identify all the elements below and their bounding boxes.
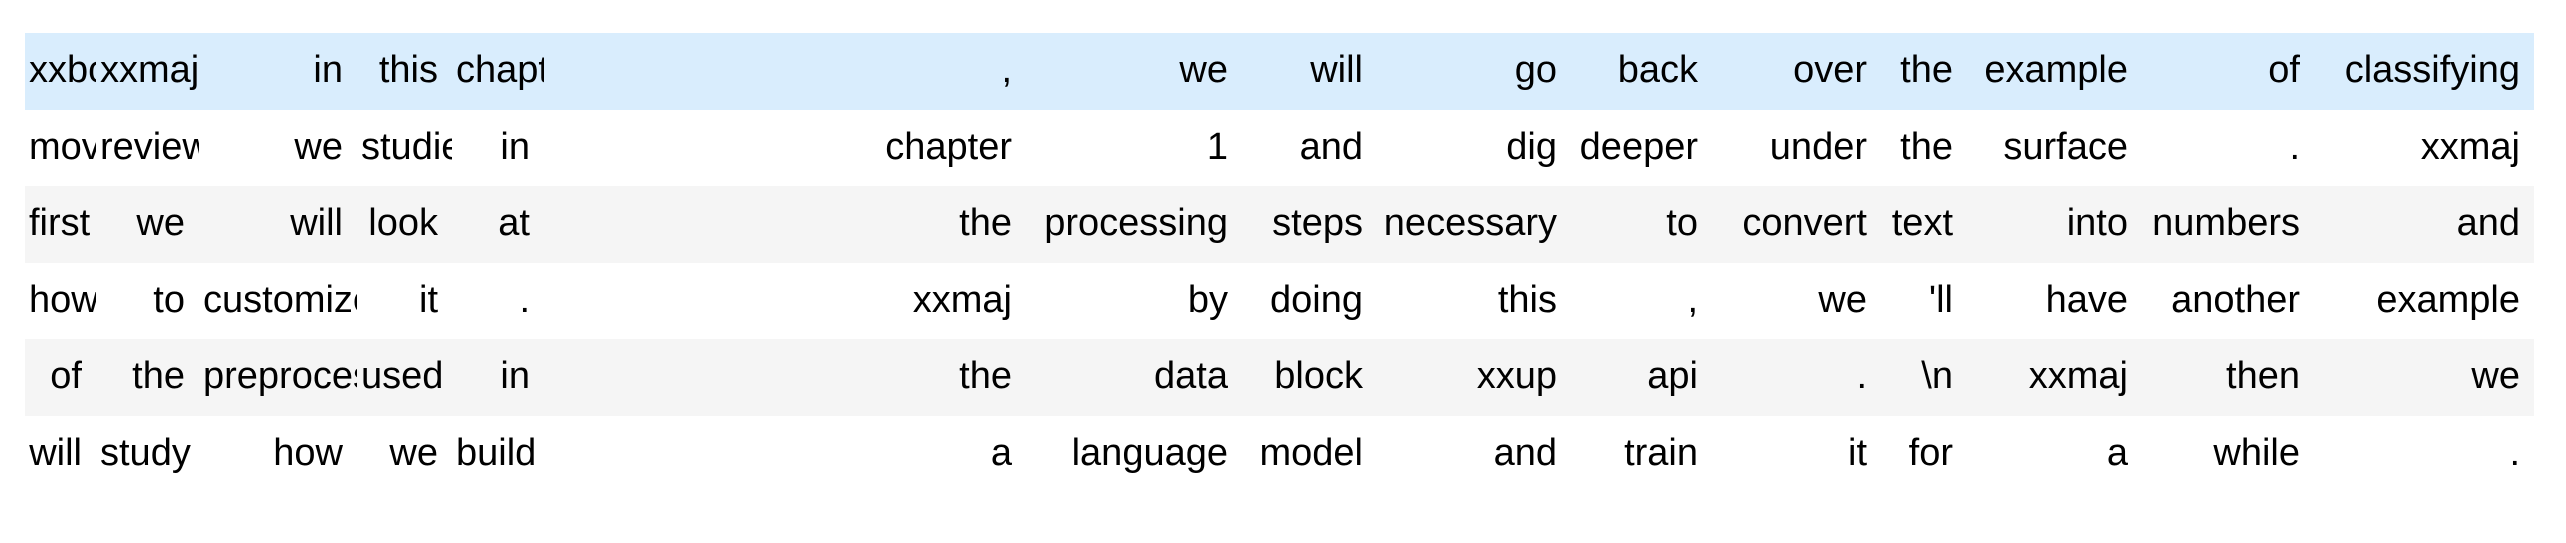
token-cell: under bbox=[1769, 125, 1867, 168]
token-cell: processing bbox=[1044, 202, 1228, 245]
token-cell: the bbox=[1900, 49, 1953, 92]
token-cell: of bbox=[2268, 49, 2300, 92]
token-cell: xxmaj bbox=[100, 49, 199, 92]
token-cell: . bbox=[1856, 355, 1867, 398]
token-cell: used bbox=[361, 355, 444, 398]
token-table-body: xxbosxxmajinthischapter,wewillgobackover… bbox=[25, 33, 2534, 492]
token-cell: deeper bbox=[1579, 125, 1698, 168]
token-cell: example bbox=[1984, 49, 2128, 92]
token-cell: to bbox=[153, 278, 185, 321]
token-cell: we bbox=[1818, 278, 1867, 321]
token-cell: we bbox=[294, 125, 343, 168]
token-cell: we bbox=[389, 431, 438, 474]
token-cell: we bbox=[136, 202, 185, 245]
token-cell: the bbox=[959, 355, 1012, 398]
token-row: first we will look at the processing steps neces… bbox=[25, 186, 2534, 263]
token-cell: will bbox=[1310, 49, 1363, 92]
token-cell: convert bbox=[1742, 202, 1867, 245]
token-cell: a bbox=[990, 431, 1012, 474]
token-cell: necessary bbox=[1383, 202, 1557, 245]
token-cell: look bbox=[368, 202, 438, 245]
token-cell: reviews bbox=[100, 125, 199, 168]
token-cell: study bbox=[100, 431, 191, 474]
token-cell: xxmaj bbox=[2028, 355, 2128, 398]
token-cell: surface bbox=[2003, 125, 2128, 168]
token-cell: we bbox=[2471, 355, 2520, 398]
token-cell: of bbox=[50, 355, 82, 398]
token-cell: in bbox=[313, 49, 343, 92]
token-cell: to bbox=[1666, 202, 1698, 245]
token-row: of the preprocessorused in the data block xxup a… bbox=[25, 339, 2534, 416]
token-cell: the bbox=[132, 355, 185, 398]
token-cell: dig bbox=[1506, 125, 1557, 168]
token-cell: over bbox=[1793, 49, 1867, 92]
token-cell: model bbox=[1259, 431, 1364, 474]
token-cell: text bbox=[1891, 202, 1953, 245]
token-cell: this bbox=[378, 49, 438, 92]
token-cell: and bbox=[1493, 431, 1557, 474]
token-cell: another bbox=[2171, 278, 2300, 321]
token-cell: classifying bbox=[2344, 49, 2520, 92]
token-cell: for bbox=[1908, 431, 1953, 474]
token-cell: api bbox=[1647, 355, 1698, 398]
token-cell: , bbox=[1687, 278, 1698, 321]
token-cell: . bbox=[519, 278, 530, 321]
token-cell: by bbox=[1187, 278, 1228, 321]
token-cell: customize bbox=[203, 278, 357, 321]
token-cell: xxmaj bbox=[912, 278, 1012, 321]
token-cell: . bbox=[2289, 125, 2300, 168]
token-table: xxbosxxmajinthischapter,wewillgobackover… bbox=[25, 33, 2534, 492]
token-cell: block bbox=[1274, 355, 1363, 398]
token-cell: go bbox=[1514, 49, 1557, 92]
token-cell: steps bbox=[1272, 202, 1363, 245]
token-cell: this bbox=[1497, 278, 1557, 321]
token-cell: will bbox=[29, 431, 82, 474]
notebook-output-area: xxbosxxmajinthischapter,wewillgobackover… bbox=[25, 33, 2534, 492]
token-cell: . bbox=[2509, 431, 2520, 474]
token-cell: in bbox=[500, 125, 530, 168]
token-cell: preprocessor bbox=[203, 355, 357, 398]
token-cell: the bbox=[959, 202, 1012, 245]
token-row: moviereviews we studied in chapter 1 and digdee… bbox=[25, 109, 2534, 186]
token-cell: then bbox=[2226, 355, 2300, 398]
token-cell: into bbox=[2066, 202, 2128, 245]
token-cell: , bbox=[1001, 49, 1012, 92]
token-cell: it bbox=[419, 278, 438, 321]
token-cell: a bbox=[2106, 431, 2128, 474]
token-cell: chapter bbox=[885, 125, 1012, 168]
token-cell: how bbox=[273, 431, 343, 474]
token-cell: train bbox=[1624, 431, 1698, 474]
token-cell: language bbox=[1071, 431, 1228, 474]
token-cell: 1 bbox=[1206, 125, 1228, 168]
token-cell: first bbox=[29, 202, 91, 245]
token-cell: the bbox=[1900, 125, 1953, 168]
token-cell: chapter bbox=[456, 49, 544, 92]
token-cell: xxbos bbox=[29, 49, 96, 92]
token-cell: and bbox=[2456, 202, 2520, 245]
token-cell: numbers bbox=[2152, 202, 2300, 245]
token-cell: data bbox=[1154, 355, 1228, 398]
token-cell: xxup bbox=[1476, 355, 1557, 398]
token-cell: back bbox=[1617, 49, 1698, 92]
token-cell: studied bbox=[361, 125, 452, 168]
token-cell: and bbox=[1299, 125, 1363, 168]
token-cell: build bbox=[456, 431, 537, 474]
token-cell: movie bbox=[29, 125, 96, 168]
token-cell: \n bbox=[1921, 355, 1953, 398]
token-cell: in bbox=[500, 355, 530, 398]
token-cell: xxmaj bbox=[2420, 125, 2520, 168]
token-cell: have bbox=[2045, 278, 2128, 321]
token-cell: we bbox=[1179, 49, 1228, 92]
token-cell: 'll bbox=[1928, 278, 1953, 321]
token-cell: example bbox=[2376, 278, 2520, 321]
token-cell: at bbox=[498, 202, 530, 245]
token-cell: doing bbox=[1270, 278, 1363, 321]
token-cell: how bbox=[29, 278, 96, 321]
token-cell: it bbox=[1848, 431, 1867, 474]
token-cell: while bbox=[2213, 431, 2300, 474]
token-cell: will bbox=[290, 202, 343, 245]
